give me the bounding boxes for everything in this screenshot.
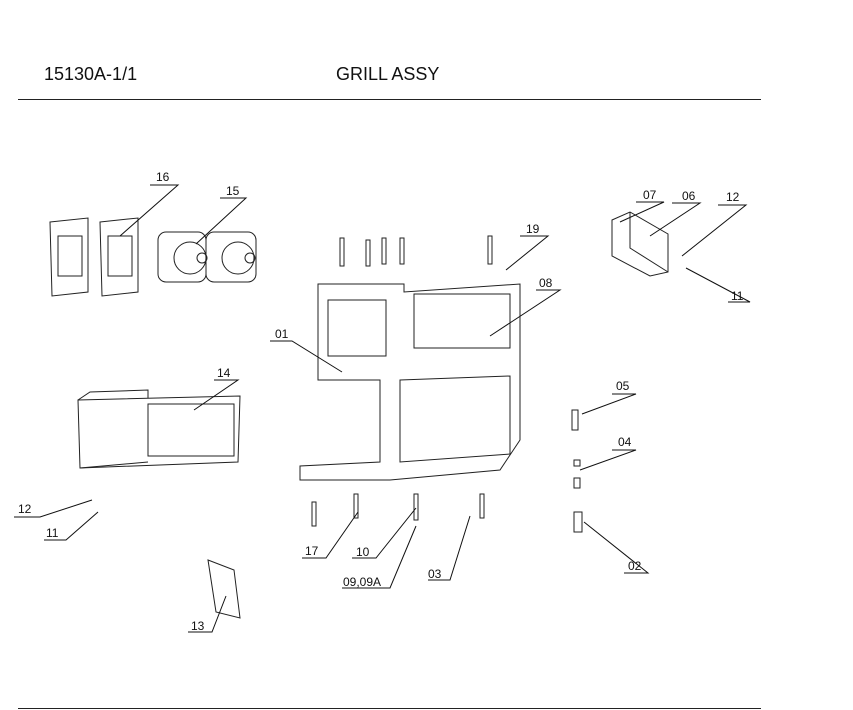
callout-12-right: 12 xyxy=(726,190,740,204)
part-16-panels xyxy=(49,217,139,297)
callout-11-left: 11 xyxy=(46,526,59,540)
callout-09-09a: 09,09A xyxy=(343,575,381,589)
part-15-burners xyxy=(157,231,257,283)
callout-05: 05 xyxy=(616,379,630,393)
callout-01: 01 xyxy=(275,327,289,341)
callout-15: 15 xyxy=(226,184,240,198)
callout-03: 03 xyxy=(428,567,442,581)
callout-06: 06 xyxy=(682,189,696,203)
footer-divider xyxy=(18,708,761,709)
callout-16: 16 xyxy=(156,170,170,184)
callout-10: 10 xyxy=(356,545,370,559)
callout-02: 02 xyxy=(628,559,642,573)
part-02-hook xyxy=(573,511,583,533)
callout-14: 14 xyxy=(217,366,231,380)
part-06-07-bracket xyxy=(611,211,669,277)
callout-07: 07 xyxy=(643,188,657,202)
callout-08: 08 xyxy=(539,276,553,290)
part-number: 15130A-1/1 xyxy=(44,64,138,84)
callout-11-right: 11 xyxy=(731,289,744,303)
part-14-tray xyxy=(77,389,241,469)
callout-12-left: 12 xyxy=(18,502,32,516)
leader-lines xyxy=(14,184,751,633)
header-divider xyxy=(18,99,761,100)
callout-17: 17 xyxy=(305,544,319,558)
callout-19: 19 xyxy=(526,222,540,236)
part-01-grill-body xyxy=(299,283,521,481)
fasteners xyxy=(311,235,581,527)
callout-13: 13 xyxy=(191,619,205,633)
callout-04: 04 xyxy=(618,435,632,449)
part-13-plate xyxy=(207,559,241,619)
page-title: GRILL ASSY xyxy=(336,64,440,84)
